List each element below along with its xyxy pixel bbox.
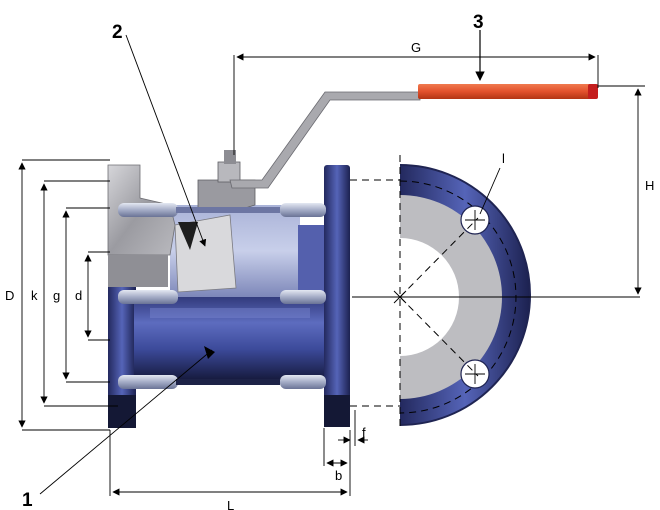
seat-section [178, 222, 198, 250]
lever-grip [418, 84, 596, 99]
bolt-shaft-upper [176, 207, 280, 213]
dimension-lines [18, 53, 645, 496]
bolt-upper-left [118, 203, 178, 217]
dim-D-label: D [5, 288, 14, 303]
left-flange-foot [108, 395, 136, 428]
right-flange-foot [324, 395, 350, 427]
lever-handle [229, 84, 598, 189]
dim-b-label: b [335, 468, 342, 483]
callout-2: 2 [112, 22, 123, 43]
section-cut-flange [108, 255, 168, 287]
stem-nut [217, 161, 241, 183]
bolt-middle-right [280, 290, 326, 304]
flange-face-view [352, 155, 640, 430]
callout-leaders [39, 30, 485, 495]
callout-3: 3 [473, 12, 484, 33]
dim-k-label: k [31, 288, 38, 303]
dim-G-label: G [411, 40, 421, 55]
dim-d-label: d [75, 288, 82, 303]
valve-body [107, 150, 350, 428]
callout-1: 1 [22, 490, 33, 510]
bolt-middle-left [118, 290, 178, 304]
dim-H-label: H [645, 178, 654, 193]
right-flange [324, 165, 350, 427]
flange-face-outer-rim [399, 164, 531, 426]
lever-grip-end [588, 84, 598, 99]
bolt-upper-right [280, 203, 326, 217]
dim-g-label: g [53, 288, 60, 303]
body-barrel-highlight [150, 308, 310, 318]
dim-f-label: f [362, 425, 366, 440]
bolt-lower-right [280, 375, 326, 389]
stem-top [224, 150, 236, 164]
bolt-shaft-lower [176, 379, 280, 385]
lever-arm [229, 91, 421, 189]
bolt-lower-left [118, 375, 178, 389]
body-barrel [134, 292, 329, 380]
bonnet-right-neck [298, 225, 328, 295]
dim-L-label: L [227, 498, 234, 510]
dim-l-label: l [502, 151, 505, 166]
